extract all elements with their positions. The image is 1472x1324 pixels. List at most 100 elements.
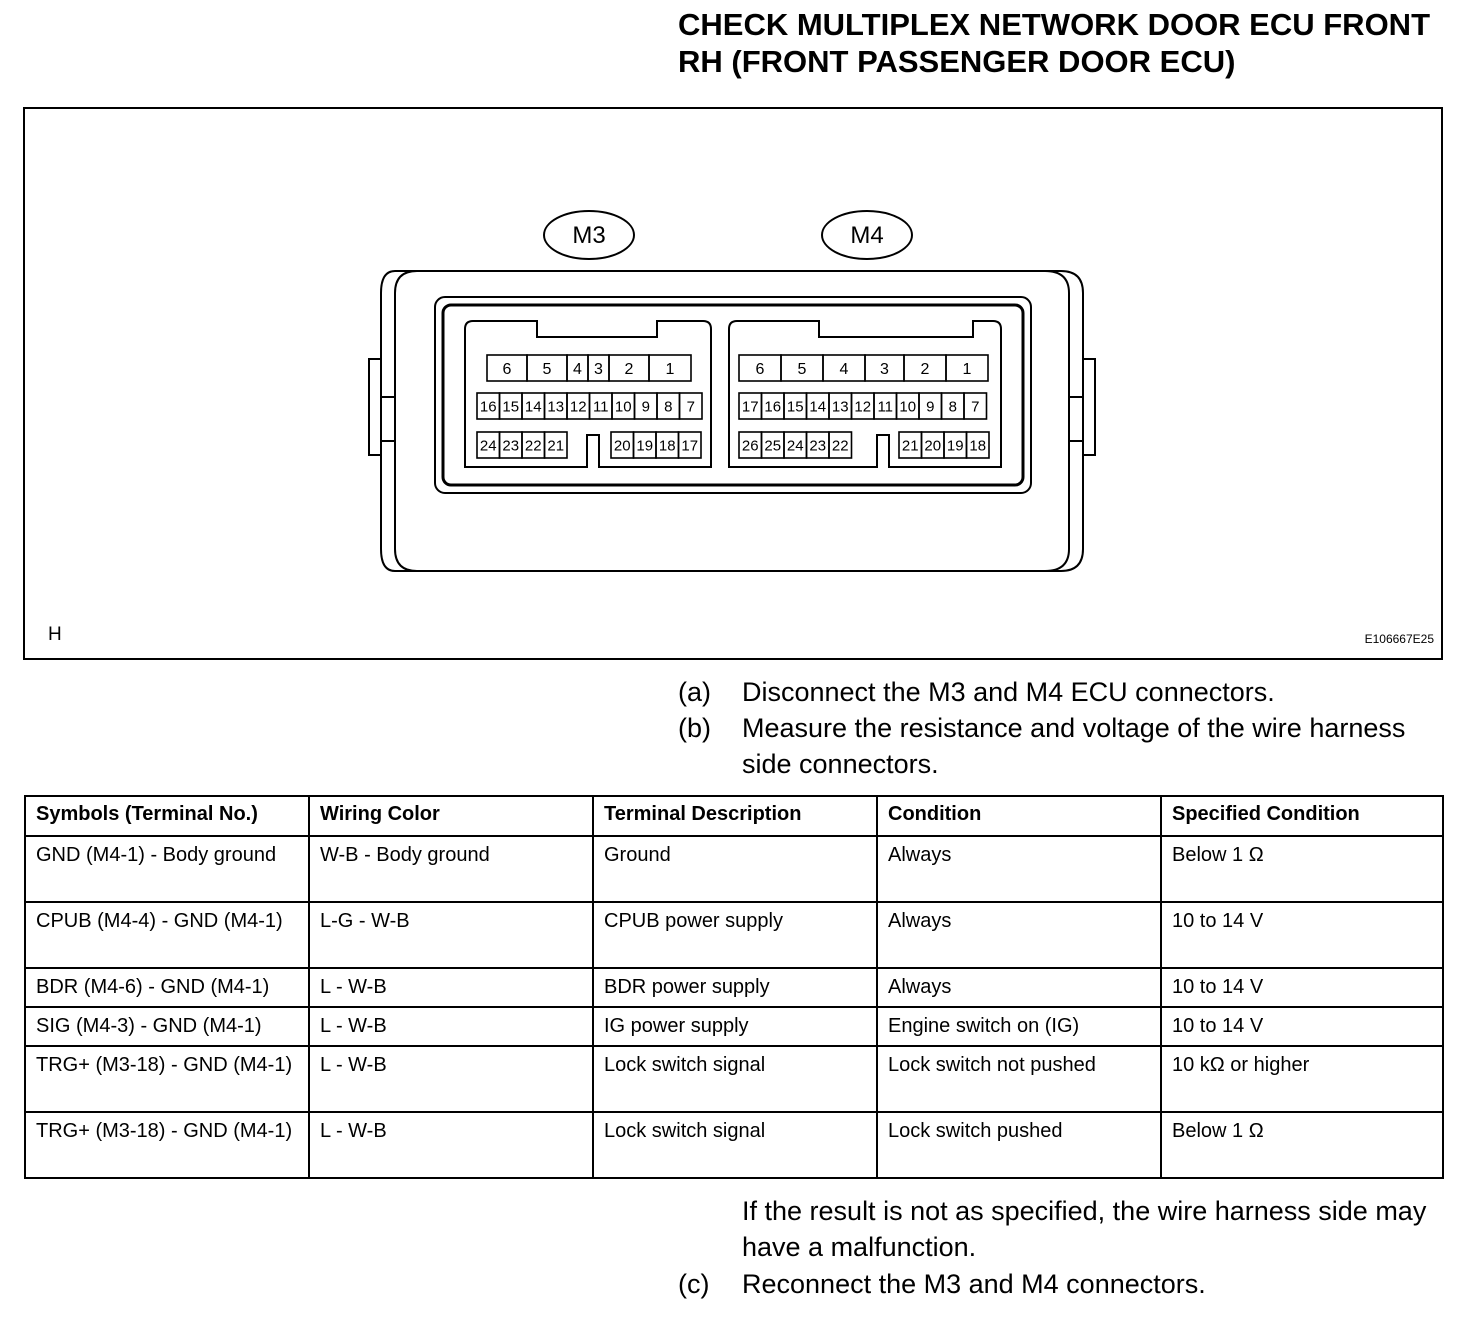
- m4-pin-label: 13: [832, 398, 849, 415]
- step-text: Disconnect the M3 and M4 ECU connectors.: [742, 677, 1275, 707]
- cell-symbols: CPUB (M4-4) - GND (M4-1): [24, 901, 310, 969]
- m4-pin-label: 7: [971, 398, 979, 415]
- m3-pin-label: 3: [594, 361, 603, 378]
- m4-pin-label: 19: [947, 437, 964, 454]
- m4-pin-label: 14: [809, 398, 826, 415]
- m4-pin-label: 24: [787, 437, 804, 454]
- ecu-housing: [368, 270, 1096, 572]
- connector-label-m3: M3: [572, 222, 605, 249]
- cell-wiring-color: L-G - W-B: [308, 901, 594, 969]
- cell-specified-condition: Below 1 Ω: [1160, 1111, 1444, 1179]
- m3-pin-label: 24: [480, 437, 497, 454]
- specification-table: Symbols (Terminal No.) Wiring Color Term…: [24, 795, 1444, 1179]
- m4-pin-label: 16: [764, 398, 781, 415]
- m3-pin-label: 21: [547, 437, 564, 454]
- m4-pin-label: 5: [798, 361, 807, 378]
- m3-pin-label: 15: [502, 398, 519, 415]
- m3-pin-label: 9: [642, 398, 650, 415]
- m4-pin-label: 22: [832, 437, 849, 454]
- m4-pin-label: 18: [969, 437, 986, 454]
- m3-pin-label: 17: [681, 437, 698, 454]
- cell-specified-condition: 10 to 14 V: [1160, 1006, 1444, 1047]
- step-marker: (c): [678, 1269, 710, 1299]
- step-marker: (a): [678, 677, 711, 707]
- m4-pin-label: 25: [764, 437, 781, 454]
- m3-pin-label: 4: [573, 361, 582, 378]
- m4-pin-label: 12: [854, 398, 871, 415]
- m4-pin-label: 8: [949, 398, 957, 415]
- table-header-row: Symbols (Terminal No.) Wiring Color Term…: [24, 795, 1444, 837]
- header-condition: Condition: [876, 795, 1162, 837]
- m4-pin-7: [963, 392, 988, 420]
- m4-pin-label: 2: [921, 361, 930, 378]
- callout-oval-m4: [821, 210, 913, 260]
- table-row: TRG+ (M3-18) - GND (M4-1) L - W-B Lock s…: [24, 1045, 1444, 1113]
- cell-wiring-color: W-B - Body ground: [308, 835, 594, 903]
- m4-pin-1: [945, 354, 989, 382]
- m3-pin-label: 20: [614, 437, 631, 454]
- m3-pin-label: 12: [570, 398, 587, 415]
- m4-pin-22: [828, 431, 853, 459]
- header-terminal-description: Terminal Description: [592, 795, 878, 837]
- m3-pin-label: 16: [480, 398, 497, 415]
- m3-pin-7: [678, 392, 703, 420]
- m3-pin-label: 8: [664, 398, 672, 415]
- cell-symbols: TRG+ (M3-18) - GND (M4-1): [24, 1045, 310, 1113]
- m3-pin-label: 10: [615, 398, 632, 415]
- m3-pin-label: 1: [666, 361, 675, 378]
- header-specified-condition: Specified Condition: [1160, 795, 1444, 837]
- step-text: Reconnect the M3 and M4 connectors.: [742, 1269, 1206, 1299]
- cell-specified-condition: 10 to 14 V: [1160, 901, 1444, 969]
- cell-terminal-description: Lock switch signal: [592, 1111, 878, 1179]
- m4-pin-label: 23: [809, 437, 826, 454]
- cell-wiring-color: L - W-B: [308, 1111, 594, 1179]
- m3-pin-label: 5: [543, 361, 552, 378]
- cell-condition: Lock switch pushed: [876, 1111, 1162, 1179]
- m3-pin-label: 23: [502, 437, 519, 454]
- m3-pin-label: 18: [659, 437, 676, 454]
- cell-wiring-color: L - W-B: [308, 967, 594, 1008]
- cell-condition: Always: [876, 835, 1162, 903]
- cell-condition: Engine switch on (IG): [876, 1006, 1162, 1047]
- table-row: SIG (M4-3) - GND (M4-1) L - W-B IG power…: [24, 1006, 1444, 1047]
- m4-pin-label: 26: [742, 437, 759, 454]
- m4-pin-label: 9: [926, 398, 934, 415]
- header-wiring-color: Wiring Color: [308, 795, 594, 837]
- step-text: Measure the resistance and voltage of th…: [742, 713, 1406, 779]
- m3-pin-label: 13: [547, 398, 564, 415]
- cell-specified-condition: Below 1 Ω: [1160, 835, 1444, 903]
- cell-symbols: SIG (M4-3) - GND (M4-1): [24, 1006, 310, 1047]
- m4-pin-label: 21: [902, 437, 919, 454]
- cell-condition: Always: [876, 967, 1162, 1008]
- m3-pin-label: 11: [593, 398, 609, 415]
- cell-specified-condition: 10 to 14 V: [1160, 967, 1444, 1008]
- m3-pin-label: 22: [525, 437, 542, 454]
- cell-specified-condition: 10 kΩ or higher: [1160, 1045, 1444, 1113]
- m3-pin-21: [543, 431, 568, 459]
- m4-pin-label: 15: [787, 398, 804, 415]
- m4-pin-label: 6: [756, 361, 765, 378]
- cell-terminal-description: CPUB power supply: [592, 901, 878, 969]
- cell-terminal-description: Ground: [592, 835, 878, 903]
- m4-pin-label: 20: [924, 437, 941, 454]
- header-symbols: Symbols (Terminal No.): [24, 795, 310, 837]
- page-title: CHECK MULTIPLEX NETWORK DOOR ECU FRONT R…: [678, 7, 1431, 79]
- m4-pin-label: 10: [899, 398, 916, 415]
- table-row: GND (M4-1) - Body ground W-B - Body grou…: [24, 835, 1444, 903]
- m3-pin-label: 2: [625, 361, 634, 378]
- m3-pin-label: 6: [503, 361, 512, 378]
- cell-wiring-color: L - W-B: [308, 1045, 594, 1113]
- cell-wiring-color: L - W-B: [308, 1006, 594, 1047]
- figure-code: E106667E25: [1364, 632, 1434, 646]
- step-marker: (b): [678, 713, 711, 743]
- table-row: BDR (M4-6) - GND (M4-1) L - W-B BDR powe…: [24, 967, 1444, 1008]
- table-row: CPUB (M4-4) - GND (M4-1) L-G - W-B CPUB …: [24, 901, 1444, 969]
- callout-oval-m3: [543, 210, 635, 260]
- cell-terminal-description: IG power supply: [592, 1006, 878, 1047]
- cell-symbols: GND (M4-1) - Body ground: [24, 835, 310, 903]
- m4-pin-label: 4: [840, 361, 849, 378]
- m4-pin-label: 3: [880, 361, 889, 378]
- m3-pin-label: 14: [525, 398, 542, 415]
